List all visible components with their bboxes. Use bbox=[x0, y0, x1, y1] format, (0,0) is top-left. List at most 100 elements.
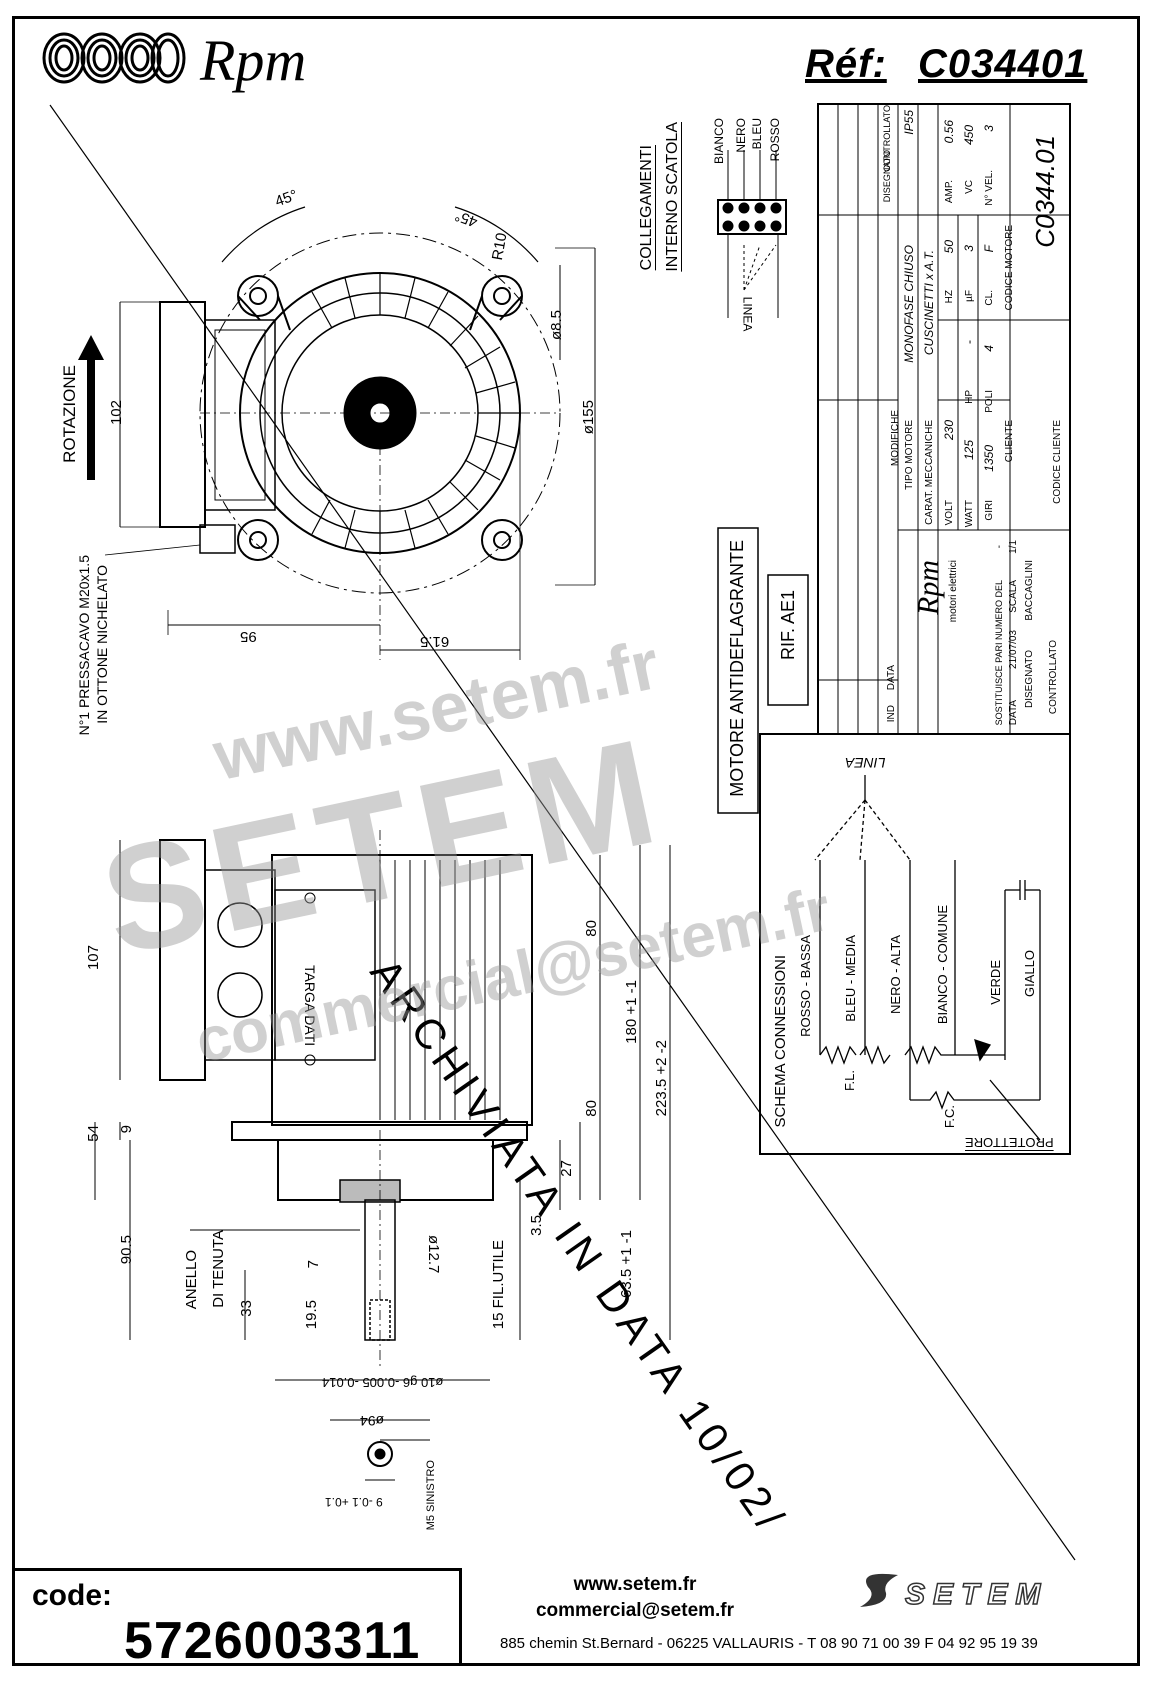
front-view bbox=[104, 206, 596, 660]
tb-carat: CUSCINETTI x A.T. bbox=[922, 250, 936, 356]
motor-label: MOTORE ANTIDEFLAGRANTE bbox=[727, 540, 747, 797]
tb-codice-motore: C0344.01 bbox=[1030, 135, 1060, 248]
tb-sostituisce: SOSTITUISCE PARI NUMERO DEL bbox=[994, 580, 1004, 726]
tb-nvel: 3 bbox=[982, 125, 996, 132]
tb-disegnato-val: BACCAGLINI bbox=[1024, 560, 1035, 621]
tb-ind: IND bbox=[886, 705, 897, 723]
footer-contact: www.setem.fr commercial@setem.fr bbox=[470, 1572, 800, 1624]
connections-title-2: INTERNO SCATOLA bbox=[664, 122, 681, 272]
dim-90-5: 90.5 bbox=[118, 1235, 135, 1265]
body-dia-label: ø155 bbox=[580, 400, 597, 435]
dim-80b: 80 bbox=[583, 1100, 600, 1117]
connection-box-diagram bbox=[717, 150, 787, 318]
schema-wire-bleu: BLEU - MEDIA bbox=[843, 935, 858, 1022]
tb-cl-label: CL. bbox=[984, 290, 995, 306]
dim-94: ø94 bbox=[360, 1413, 385, 1429]
tb-controllato: CONTROLLATO bbox=[882, 105, 892, 172]
wire-bianco: BIANCO bbox=[712, 118, 726, 165]
m5-label: M5 SINISTRO bbox=[425, 1460, 437, 1531]
wire-nero: NERO bbox=[734, 118, 748, 153]
cable-gland-line1: N°1 PRESSACAVO M20x1.5 bbox=[76, 555, 92, 736]
schema-wire-bianco: BIANCO - COMUNE bbox=[935, 905, 950, 1025]
schema-wire-giallo: GIALLO bbox=[1022, 950, 1037, 997]
tb-cl: F bbox=[982, 245, 996, 253]
cable-gland-line2: IN OTTONE NICHELATO bbox=[94, 565, 110, 724]
tb-volt-label: VOLT bbox=[944, 500, 955, 526]
footer-email-link[interactable]: commercial@setem.fr bbox=[535, 1600, 735, 1621]
thread-detail bbox=[365, 1439, 430, 1481]
targa-label: TARGA DATI bbox=[302, 965, 318, 1047]
tb-hz: 50 bbox=[942, 240, 956, 254]
schema-wire-rosso: ROSSO - BASSA bbox=[798, 935, 813, 1037]
tb-codice-motore-label: CODICE MOTORE bbox=[1004, 225, 1015, 311]
side-view bbox=[94, 830, 671, 1421]
rotation-label: ROTAZIONE bbox=[60, 365, 79, 463]
hole-dia-label: ø8.5 bbox=[548, 310, 565, 341]
coil-logo-icon bbox=[42, 32, 186, 84]
dim-33: 33 bbox=[238, 1300, 255, 1317]
footer-web-link[interactable]: www.setem.fr bbox=[573, 1574, 697, 1595]
tb-rpm-sub: motori elettrici bbox=[948, 560, 959, 623]
schema-wire-nero: NERO - ALTA bbox=[888, 935, 903, 1014]
dim-7: 7 bbox=[305, 1260, 322, 1269]
brand-name: Rpm bbox=[200, 28, 307, 93]
tb-sostituisce-val: - bbox=[994, 545, 1005, 549]
setem-logo: SETEM bbox=[904, 1577, 1049, 1612]
connections-linea: LINEA bbox=[740, 296, 755, 332]
tb-hp-label: HP bbox=[964, 390, 975, 404]
ref-label: Réf: bbox=[805, 42, 887, 86]
tb-scala: 1/1 bbox=[1008, 540, 1019, 554]
dim-61-5-label: 61.5 bbox=[420, 633, 450, 650]
tb-cliente-label: CLIENTE bbox=[1004, 420, 1015, 463]
tb-controllato-label: CONTROLLATO bbox=[1048, 640, 1059, 715]
tb-protection: IP55 bbox=[902, 110, 916, 135]
tb-tipo-motore-label: TIPO MOTORE bbox=[904, 420, 915, 490]
schema-fl: F.L. bbox=[842, 1070, 857, 1091]
tb-uf: 3 bbox=[962, 245, 976, 252]
wire-rosso: ROSSO bbox=[768, 118, 782, 162]
tol-label: 9 -0.1 +0.1 bbox=[325, 1495, 383, 1509]
tb-data: DATA bbox=[886, 665, 897, 691]
schema-linea: LINEA bbox=[845, 755, 886, 771]
code-label: code: bbox=[32, 1579, 113, 1612]
rotation-arrow-icon bbox=[78, 335, 104, 480]
schema-protettore: PROTETTORE bbox=[965, 1135, 1054, 1150]
tb-watt: 125 bbox=[962, 440, 976, 461]
tb-uf-label: µF bbox=[964, 290, 975, 302]
fil-utile: 15 FIL.UTILE bbox=[490, 1240, 507, 1330]
dim-54: 54 bbox=[85, 1125, 102, 1142]
footer-address: 885 chemin St.Bernard - 06225 VALLAURIS … bbox=[500, 1635, 1038, 1652]
dim-180: 180 +1 -1 bbox=[623, 980, 640, 1044]
tb-modifiche: MODIFICHE bbox=[890, 410, 901, 467]
schema-wire-verde: VERDE bbox=[988, 960, 1003, 1005]
dim-95-label: 95 bbox=[240, 628, 257, 645]
tb-nvel-label: N° VEL. bbox=[984, 170, 995, 206]
tb-codice-cliente-label: CODICE CLIENTE bbox=[1052, 420, 1063, 504]
tb-giri-label: GIRI bbox=[984, 500, 995, 521]
tb-amp: 0.56 bbox=[942, 120, 956, 144]
tb-hz-label: HZ bbox=[944, 290, 955, 304]
code-value: 5726003311 bbox=[124, 1612, 421, 1670]
drawing-frame bbox=[12, 16, 1140, 1666]
tb-disegnato-label: DISEGNATO bbox=[1024, 650, 1035, 708]
archive-diagonal-line bbox=[49, 104, 1076, 1561]
schema-title: SCHEMA CONNESSIONI bbox=[772, 955, 789, 1128]
tb-hp: - bbox=[962, 340, 976, 344]
tb-poli-label: POLI bbox=[984, 390, 995, 413]
dim-223: 223.5 +2 -2 bbox=[653, 1040, 670, 1117]
rpm-logo bbox=[40, 30, 190, 91]
tb-poli: 4 bbox=[982, 345, 996, 352]
anello-label-1: ANELLO bbox=[183, 1250, 200, 1310]
tb-amp-label: AMP. bbox=[944, 180, 955, 204]
motor-rif: RIF. AE1 bbox=[778, 590, 798, 661]
tb-vc-label: VC bbox=[964, 180, 975, 194]
tb-volt: 230 bbox=[942, 420, 956, 441]
shaft-dia: ø10 g6 -0.005 -0.014 bbox=[322, 1375, 444, 1390]
tb-data-row: 21/07/03 bbox=[1008, 630, 1019, 669]
tb-carat-label: CARAT. MECCANICHE bbox=[924, 420, 935, 525]
wire-bleu: BLEU bbox=[750, 118, 764, 150]
ref-value: C034401 bbox=[918, 42, 1088, 86]
dim-27: 27 bbox=[558, 1160, 575, 1177]
tb-tipo-motore: MONOFASE CHIUSO bbox=[902, 245, 916, 363]
